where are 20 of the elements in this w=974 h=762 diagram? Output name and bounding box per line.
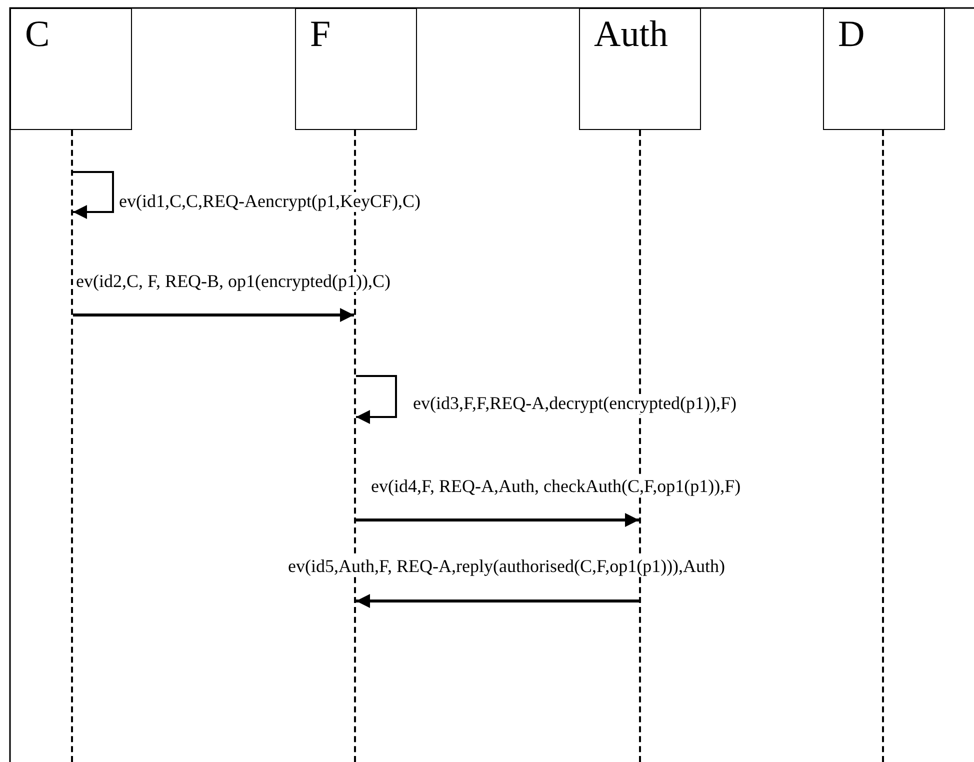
message-arrow: [73, 308, 354, 322]
message-label: ev(id3,F,F,REQ-A,decrypt(encrypted(p1)),F): [412, 394, 738, 414]
participant-name: C: [25, 15, 50, 56]
participant-name: D: [838, 15, 865, 56]
participant-box: [295, 8, 417, 130]
message-arrow: [73, 171, 114, 219]
participant-box: [823, 8, 945, 130]
participant-box: [10, 8, 132, 130]
lifeline: [882, 130, 884, 762]
message-arrow: [356, 594, 639, 608]
lifeline: [71, 130, 73, 762]
participant-box: [579, 8, 701, 130]
message-label: ev(id4,F, REQ-A,Auth, checkAuth(C,F,op1(p1)),F): [370, 477, 742, 497]
participant-name: Auth: [594, 15, 668, 56]
message-label: ev(id2,C, F, REQ-B, op1(encrypted(p1)),C): [75, 272, 392, 292]
message-arrow: [356, 375, 397, 424]
message-arrow: [356, 513, 639, 527]
participant-name: F: [310, 15, 331, 56]
message-label: ev(id5,Auth,F, REQ-A,reply(authorised(C,F,op1(p1))),Auth): [287, 557, 726, 577]
message-label: ev(id1,C,C,REQ-Aencrypt(p1,KeyCF),C): [118, 192, 422, 212]
